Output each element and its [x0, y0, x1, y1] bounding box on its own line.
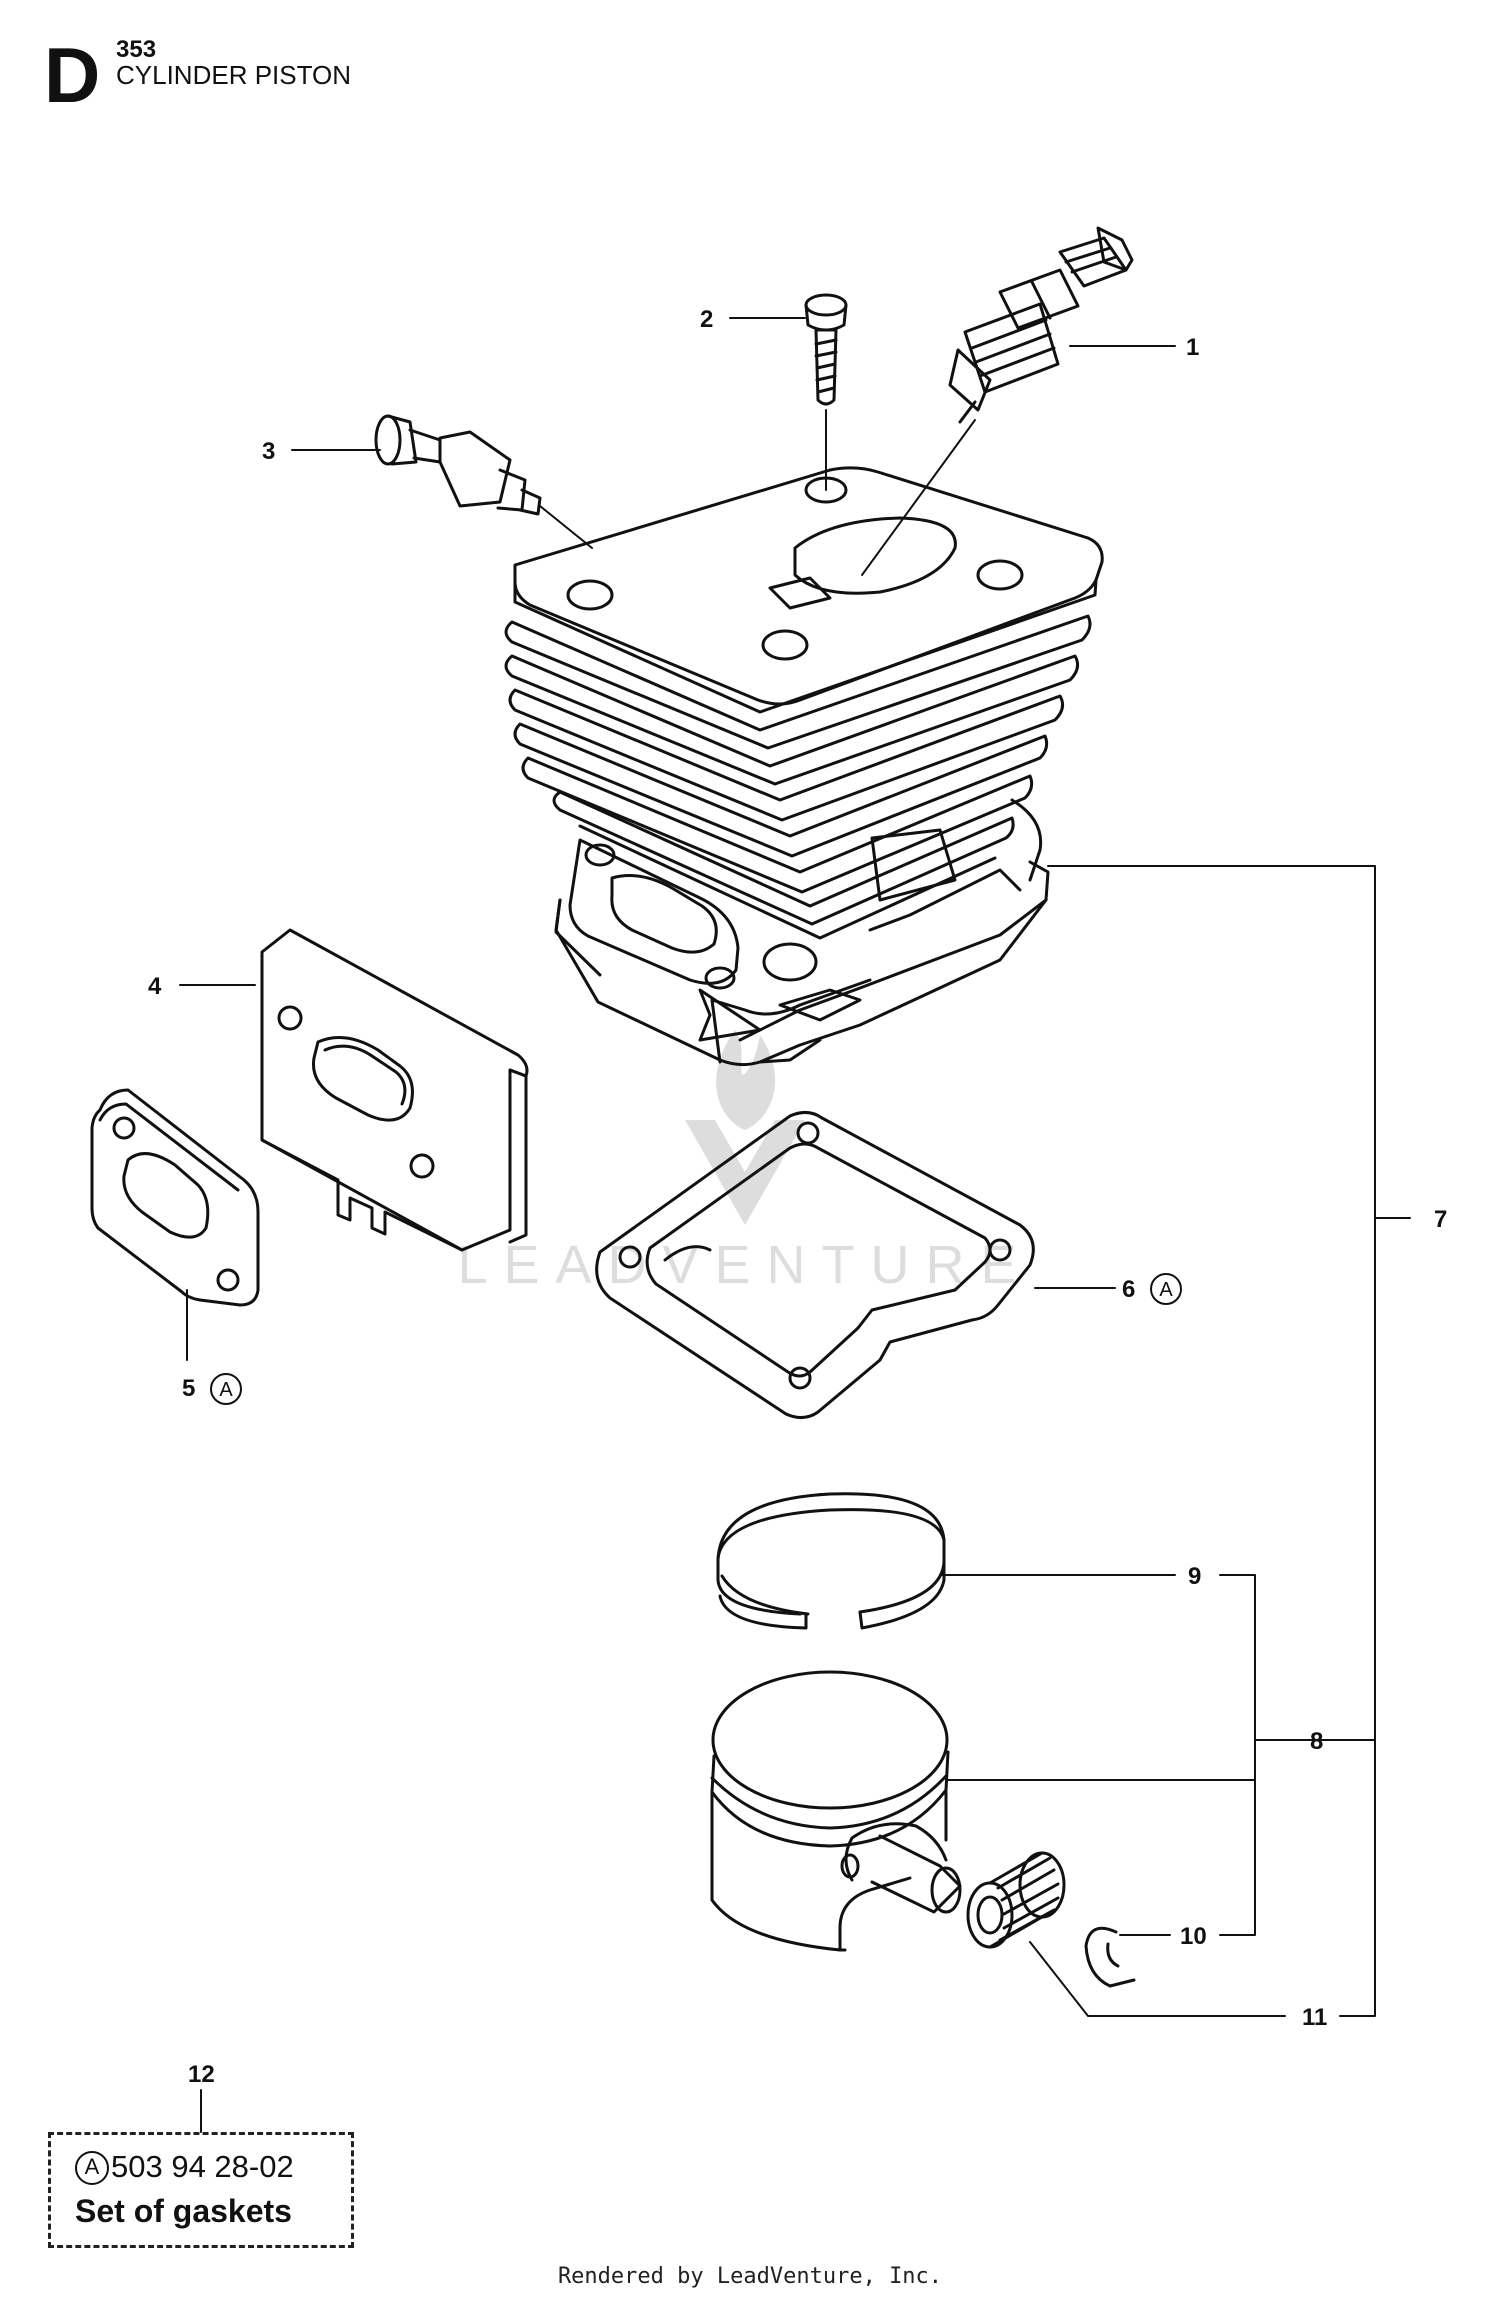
section-letter: D: [44, 31, 101, 119]
gasket-set-markers: A A: [210, 1273, 1182, 1405]
heat-shield-plate-part: [260, 928, 529, 1252]
callout-1: 1: [1186, 334, 1199, 361]
footer-credit: Rendered by LeadVenture, Inc.: [557, 2264, 943, 2289]
callout-9: 9: [1188, 1563, 1201, 1590]
needle-bearing-part: [966, 1851, 1066, 1949]
callout-11: 11: [1302, 2004, 1327, 2031]
marker-a-6: A: [1159, 1279, 1173, 1301]
piston-part: [710, 1670, 962, 1952]
callout-7: 7: [1434, 1206, 1447, 1233]
callout-12: 12: [188, 2061, 215, 2088]
page-title: CYLINDER PISTON: [116, 60, 352, 90]
spark-plug-part: [948, 226, 1134, 424]
cylinder-part: [504, 419, 1104, 1067]
leadventure-watermark: LEADVENTURE: [457, 1030, 1032, 1295]
callout-3: 3: [262, 438, 275, 465]
marker-a-5: A: [219, 1379, 233, 1401]
callout-2: 2: [700, 306, 713, 333]
callout-6: 6: [1122, 1276, 1135, 1303]
watermark-text: LEADVENTURE: [457, 1235, 1032, 1295]
model-number: 353: [116, 36, 157, 63]
callout-5: 5: [182, 1375, 195, 1402]
decompression-valve-part: [374, 414, 593, 549]
part-number-text: 503 94 28-02: [111, 2149, 294, 2184]
callout-8: 8: [1310, 1728, 1323, 1755]
cylinder-screw-part: [804, 293, 848, 491]
callout-labels: 1 2 3 4 5 6 7 8 9 10 11 12: [148, 306, 1447, 2088]
marker-a-note: A: [75, 2151, 109, 2185]
exhaust-gasket-part: [90, 1088, 260, 1307]
callout-4: 4: [148, 973, 162, 1000]
circlip-part: [1084, 1926, 1136, 1988]
gasket-set-description: Set of gaskets: [75, 2193, 292, 2229]
callout-10: 10: [1180, 1923, 1207, 1950]
cylinder-base-gasket-part: [595, 1111, 1035, 1419]
callout-leaders: [179, 317, 1411, 2133]
piston-ring-part: [716, 1492, 946, 1630]
